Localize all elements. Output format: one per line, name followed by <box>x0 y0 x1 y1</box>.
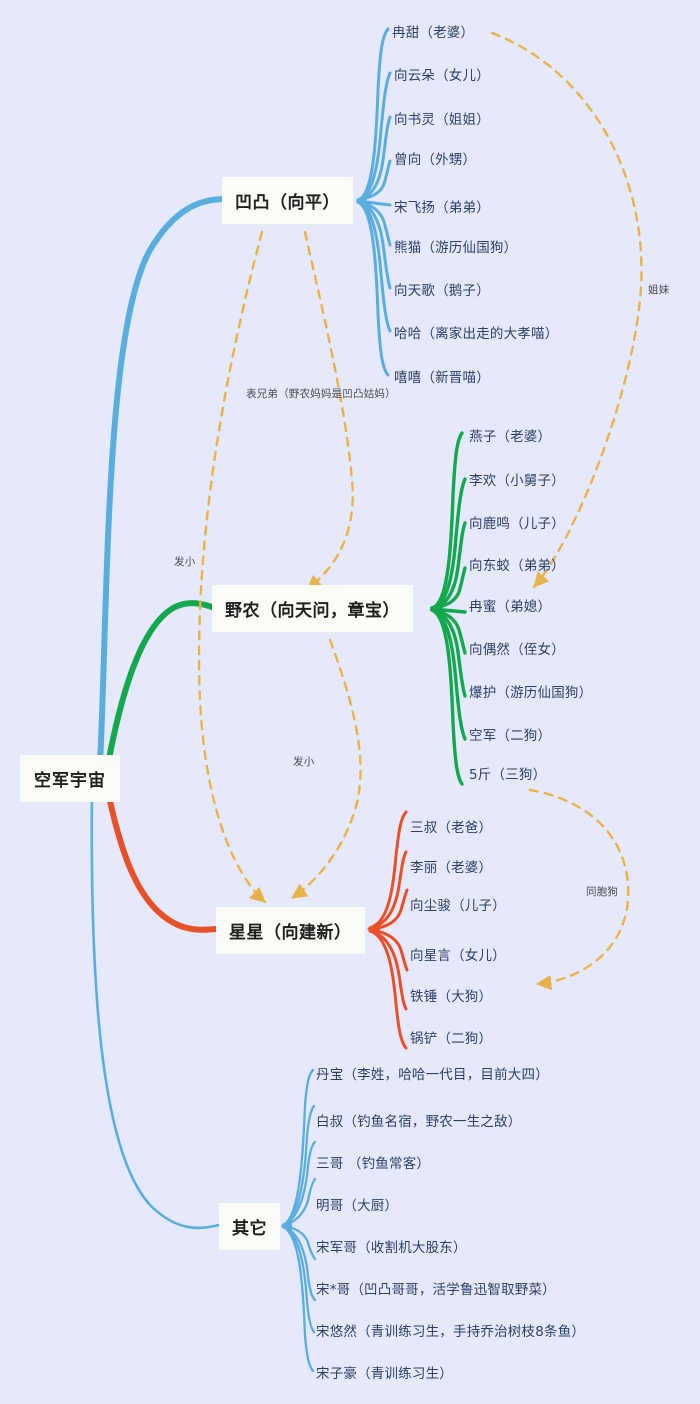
leaf-qita-5[interactable]: 宋*哥（凹凸哥哥，活学鲁迅智取野菜） <box>316 1282 556 1298</box>
leaf-qita-2[interactable]: 三哥 （钓鱼常客） <box>316 1156 431 1172</box>
relation-label-faxiao-2: 发小 <box>293 756 315 768</box>
branch-node-xingxing[interactable]: 星星（向建新） <box>216 907 365 954</box>
trunk-aotu <box>97 196 225 768</box>
leaf-aotu-5[interactable]: 熊猫（游历仙国狗） <box>394 240 518 256</box>
leaf-qita-4[interactable]: 宋军哥（收割机大股东） <box>316 1240 467 1256</box>
branch-label-yenong: 野农（向天问，章宝） <box>225 601 400 621</box>
branch-node-yenong[interactable]: 野农（向天问，章宝） <box>212 585 413 632</box>
relation-label-tongbaogou: 同胞狗 <box>586 886 619 898</box>
leaf-aotu-1[interactable]: 向云朵（女儿） <box>394 68 490 84</box>
leaf-yenong-1[interactable]: 李欢（小舅子） <box>469 473 565 489</box>
leaf-yenong-6[interactable]: 爆护（游历仙国狗） <box>469 685 593 701</box>
branch-label-xingxing: 星星（向建新） <box>229 923 352 943</box>
leaf-xingxing-1[interactable]: 李丽（老婆） <box>410 860 493 876</box>
branch-label-aotu: 凹凸（向平） <box>235 193 340 213</box>
leaf-aotu-4[interactable]: 宋飞扬（弟弟） <box>394 200 490 216</box>
leaf-yenong-4[interactable]: 冉蜜（弟媳） <box>469 599 552 615</box>
leaf-yenong-8[interactable]: 5斤（三狗） <box>469 767 547 783</box>
leaf-yenong-3[interactable]: 向东蛟（弟弟） <box>469 558 565 574</box>
branch-node-qita[interactable]: 其它 <box>219 1203 280 1250</box>
leaf-xingxing-0[interactable]: 三叔（老爸） <box>410 820 493 836</box>
leaf-yenong-2[interactable]: 向鹿鸣（儿子） <box>469 516 565 532</box>
leaves-yenong <box>430 431 467 786</box>
leaf-yenong-5[interactable]: 向偶然（侄女） <box>469 642 565 658</box>
relation-faxiao-1 <box>197 230 267 904</box>
leaf-xingxing-3[interactable]: 向星言（女儿） <box>410 948 506 964</box>
branch-node-aotu[interactable]: 凹凸（向平） <box>222 177 353 224</box>
leaves-xingxing <box>368 810 409 1050</box>
relation-biaoxiongdi <box>303 230 354 592</box>
leaves-aotu <box>356 27 392 377</box>
leaf-aotu-0[interactable]: 冉甜（老婆） <box>392 25 475 41</box>
leaf-qita-3[interactable]: 明哥（大厨） <box>316 1198 399 1214</box>
leaf-aotu-3[interactable]: 曾向（外甥） <box>394 152 477 168</box>
leaf-qita-7[interactable]: 宋子豪（青训练习生） <box>316 1366 453 1382</box>
relation-label-biaoxiongdi: 表兄弟（野农妈妈是凹凸姑妈） <box>246 388 396 400</box>
trunk-qita <box>90 788 221 1230</box>
leaf-xingxing-2[interactable]: 向尘骏（儿子） <box>410 898 506 914</box>
leaf-yenong-7[interactable]: 空军（二狗） <box>469 728 552 744</box>
leaf-aotu-7[interactable]: 哈哈（离家出走的大孝喵） <box>394 326 559 342</box>
leaf-qita-1[interactable]: 白叔（钓鱼名宿，野农一生之敌） <box>316 1114 522 1130</box>
relation-label-faxiao-1: 发小 <box>174 556 196 568</box>
leaves-qita <box>281 1068 317 1373</box>
relation-links <box>197 31 643 991</box>
leaf-qita-0[interactable]: 丹宝（李姓，哈哈一代目，目前大四） <box>316 1067 549 1083</box>
branch-label-qita: 其它 <box>232 1219 267 1239</box>
trunk-yenong <box>105 600 215 767</box>
relation-label-jiemei: 姐妹 <box>648 284 670 296</box>
relation-faxiao-2 <box>290 638 362 900</box>
leaf-yenong-0[interactable]: 燕子（老婆） <box>469 429 552 445</box>
leaf-aotu-6[interactable]: 向天歌（鹅子） <box>394 283 490 299</box>
leaf-xingxing-4[interactable]: 铁锤（大狗） <box>410 989 493 1005</box>
leaf-qita-6[interactable]: 宋悠然（青训练习生，手持乔治树枝8条鱼） <box>316 1324 586 1340</box>
leaf-aotu-2[interactable]: 向书灵（姐姐） <box>394 112 490 128</box>
leaf-xingxing-5[interactable]: 锅铲（二狗） <box>410 1031 493 1047</box>
root-label: 空军宇宙 <box>34 771 106 791</box>
leaf-aotu-8[interactable]: 嘻嘻（新晋喵） <box>394 370 490 386</box>
root-node[interactable]: 空军宇宙 <box>20 755 120 802</box>
trunk-xingxing <box>105 789 219 933</box>
relation-jiemei <box>490 31 643 589</box>
